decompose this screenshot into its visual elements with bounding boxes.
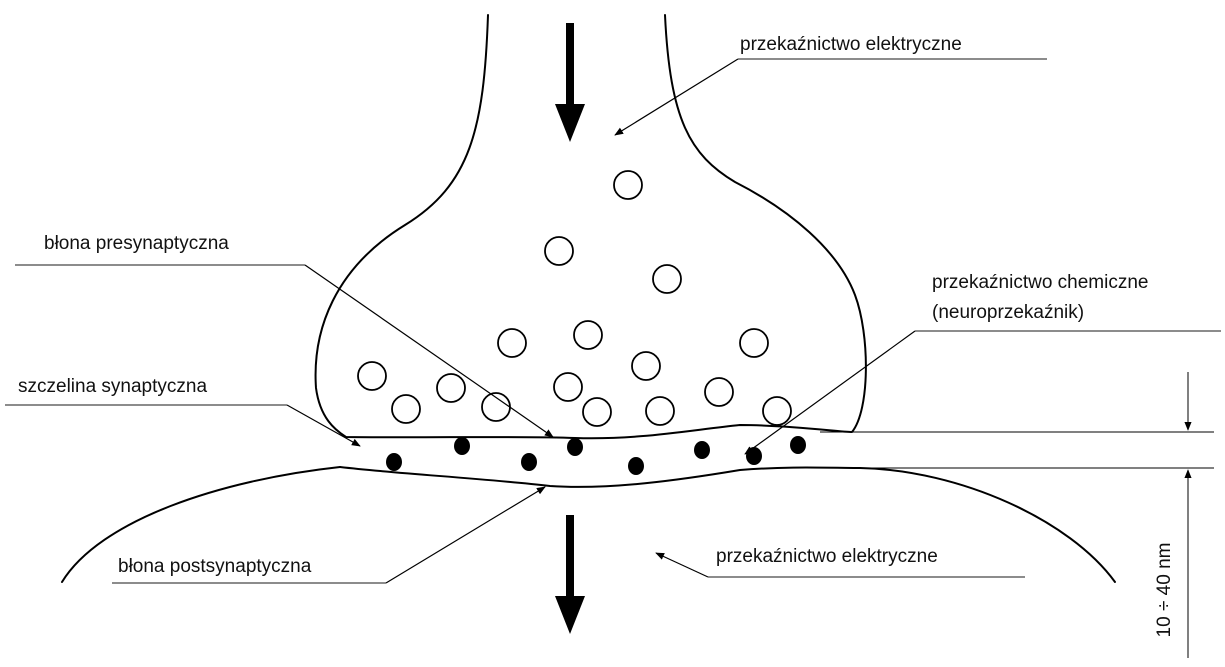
synaptic-vesicle: [740, 329, 768, 357]
synaptic-vesicle: [554, 373, 582, 401]
synaptic-vesicle: [583, 398, 611, 426]
label-presynaptic-membrane: błona presynaptyczna: [15, 233, 553, 437]
synaptic-vesicle: [498, 329, 526, 357]
neurotransmitter-dot: [790, 436, 806, 454]
postsynaptic-membrane-text: błona postsynaptyczna: [118, 556, 312, 577]
synaptic-vesicle: [646, 397, 674, 425]
synaptic-vesicles: [358, 171, 791, 426]
bottom-transmission-arrow: [555, 515, 585, 634]
synaptic-vesicle: [653, 265, 681, 293]
presynaptic-membrane-text: błona presynaptyczna: [44, 233, 229, 254]
synaptic-vesicle: [614, 171, 642, 199]
electrical-bottom-text: przekaźnictwo elektryczne: [716, 546, 938, 567]
chemical-transmission-text: przekaźnictwo chemiczne: [932, 272, 1148, 293]
neurotransmitter-dot: [454, 437, 470, 455]
synaptic-vesicle: [437, 374, 465, 402]
synaptic-vesicle: [358, 362, 386, 390]
top-transmission-arrow: [555, 23, 585, 142]
synaptic-vesicle: [574, 321, 602, 349]
neurotransmitter-dot: [386, 453, 402, 471]
label-synaptic-cleft: szczelina synaptyczna: [5, 376, 360, 446]
synaptic-vesicle: [763, 397, 791, 425]
label-chemical-transmission: przekaźnictwo chemiczne (neuroprzekaźnik…: [745, 272, 1221, 454]
neurotransmitter-dot: [567, 438, 583, 456]
neurotransmitter-dot: [521, 453, 537, 471]
neurotransmitter-dot: [628, 457, 644, 475]
label-electrical-bottom: przekaźnictwo elektryczne: [656, 546, 1025, 577]
cleft-width-dimension: 10 ÷ 40 nm: [820, 372, 1214, 658]
synaptic-vesicle: [632, 352, 660, 380]
label-electrical-top: przekaźnictwo elektryczne: [615, 34, 1047, 135]
neurotransmitter-text: (neuroprzekaźnik): [932, 302, 1084, 323]
electrical-top-text: przekaźnictwo elektryczne: [740, 34, 962, 55]
synaptic-vesicle: [705, 378, 733, 406]
label-postsynaptic-membrane: błona postsynaptyczna: [112, 487, 545, 583]
presynaptic-terminal-outline: [316, 15, 866, 438]
synaptic-vesicle: [392, 395, 420, 423]
neurotransmitter-dot: [694, 441, 710, 459]
cleft-lower-edge: [340, 467, 860, 487]
gap-size-text: 10 ÷ 40 nm: [1154, 543, 1175, 638]
neurotransmitter-dot: [746, 447, 762, 465]
synaptic-vesicle: [545, 237, 573, 265]
synaptic-cleft-text: szczelina synaptyczna: [18, 376, 207, 397]
